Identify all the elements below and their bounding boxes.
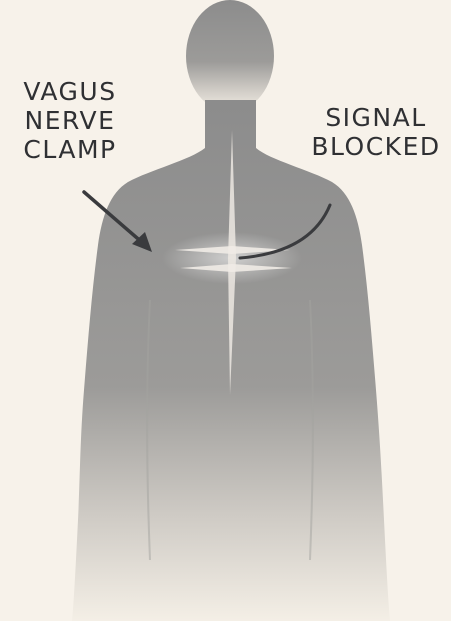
head: [186, 0, 274, 112]
signal-label-line-2: BLOCKED: [306, 132, 446, 161]
clamp-label-line-2: NERVE: [8, 106, 132, 135]
clamp-label-line-3: CLAMP: [8, 135, 132, 164]
clamp-label-line-1: VAGUS: [8, 77, 132, 106]
signal-blocked-label: SIGNAL BLOCKED: [306, 103, 446, 161]
vagus-nerve-clamp-label: VAGUS NERVE CLAMP: [8, 77, 132, 164]
signal-label-line-1: SIGNAL: [306, 103, 446, 132]
